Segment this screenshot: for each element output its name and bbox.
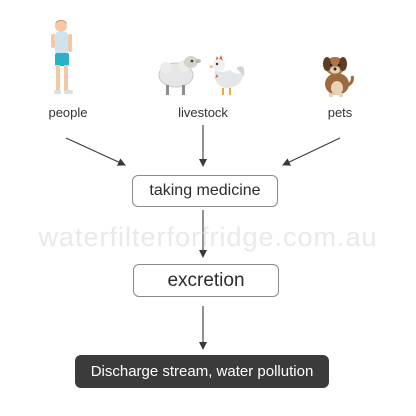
step-discharge: Discharge stream, water pollution <box>75 355 329 388</box>
source-label-people: people <box>48 105 88 120</box>
step-discharge-label: Discharge stream, water pollution <box>90 363 314 380</box>
source-label-pets: pets <box>327 105 353 120</box>
arrow-pets-to-medicine <box>282 137 341 166</box>
person-illustration <box>51 20 73 94</box>
step-excretion-label: excretion <box>167 269 245 291</box>
chicken-illustration <box>209 55 245 95</box>
step-excretion: excretion <box>133 264 279 297</box>
source-label-livestock: livestock <box>178 105 228 120</box>
sheep-illustration <box>158 56 201 95</box>
watermark-text: waterfilterforfridge.com.au <box>38 222 378 252</box>
step-taking-medicine: taking medicine <box>132 175 278 207</box>
dog-illustration <box>323 57 354 97</box>
arrow-people-to-medicine <box>65 137 126 166</box>
step-taking-medicine-label: taking medicine <box>149 182 261 199</box>
